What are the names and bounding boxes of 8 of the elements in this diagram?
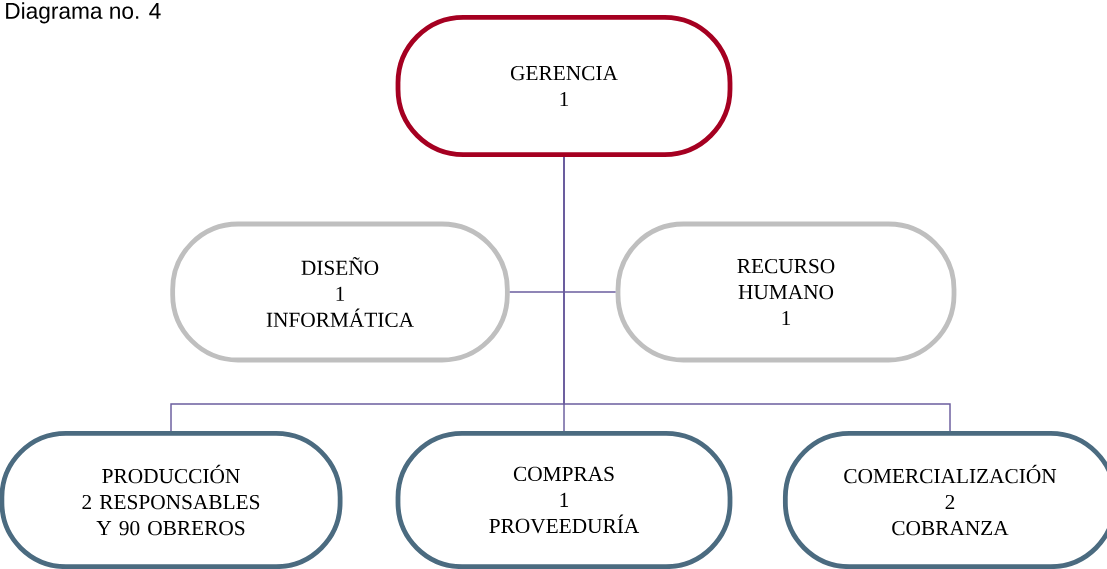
title: Diagrama no. 4 [6, 2, 161, 24]
connector-line [563, 156, 951, 432]
rounded-box: COMERCIALIZACIÓN 2 COBRANZA [782, 430, 1107, 569]
rounded-box: RECURSO HUMANO 1 [615, 221, 957, 363]
rounded-box: GERENCIA 1 [395, 14, 733, 158]
rounded-box: COMPRAS 1 PROVEEDURÍA [395, 430, 733, 569]
rounded-box: DISEÑO 1 INFORMÁTICA [170, 221, 510, 363]
rounded-box: PRODUCCIÓN 2 RESPONSABLES Y 90 OBREROS [0, 430, 343, 569]
